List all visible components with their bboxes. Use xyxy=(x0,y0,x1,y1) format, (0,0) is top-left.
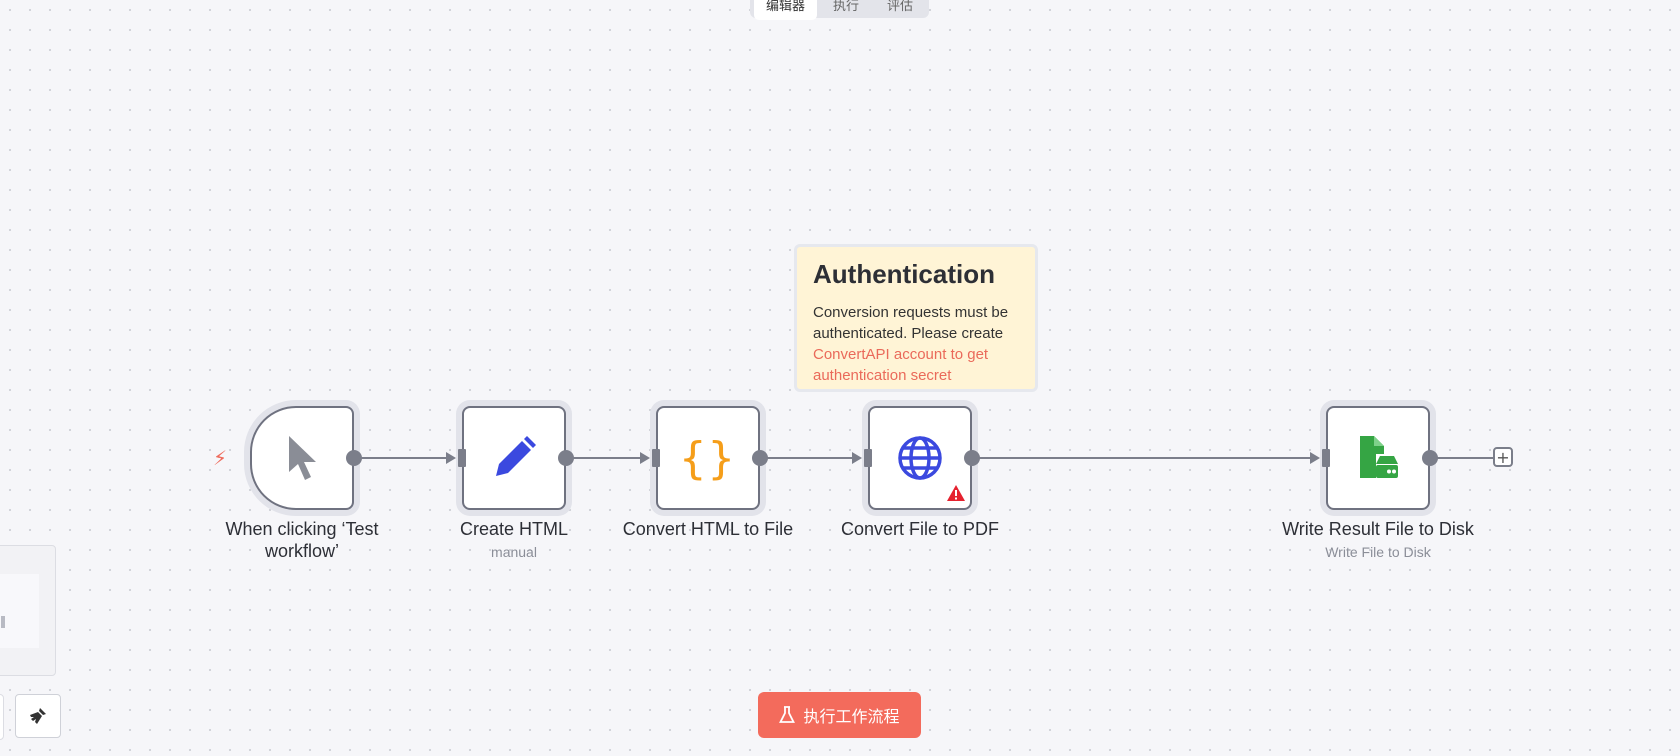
output-port[interactable] xyxy=(752,450,768,466)
input-port[interactable] xyxy=(864,449,872,467)
side-panel-handle[interactable] xyxy=(1,616,5,628)
tab-editor[interactable]: 编辑器 xyxy=(754,0,818,20)
output-port[interactable] xyxy=(1422,450,1438,466)
zoom-control-partial[interactable] xyxy=(0,694,4,740)
broom-icon xyxy=(30,708,46,724)
add-node-button[interactable]: + xyxy=(1493,447,1513,467)
code-braces-icon: {} xyxy=(679,432,737,484)
tab-evaluations[interactable]: 评估 xyxy=(887,0,914,13)
node-create-html[interactable] xyxy=(458,406,574,510)
pencil-icon xyxy=(496,436,536,476)
execute-workflow-button[interactable]: 执行工作流程 xyxy=(758,692,921,738)
node-subtitle: Write File to Disk xyxy=(1325,544,1431,560)
node-write-file-to-disk[interactable] xyxy=(1322,406,1438,510)
node-label: Convert File to PDF xyxy=(840,519,1000,539)
input-port[interactable] xyxy=(458,449,466,467)
output-port[interactable] xyxy=(346,450,362,466)
node-manual-trigger[interactable] xyxy=(250,406,362,510)
execute-workflow-label: 执行工作流程 xyxy=(803,707,900,726)
node-convert-html-to-file[interactable]: {} xyxy=(652,406,768,510)
node-convert-file-to-pdf[interactable] xyxy=(864,406,980,510)
sticky-link[interactable]: ConvertAPI account to get authentication… xyxy=(813,346,989,384)
output-port[interactable] xyxy=(964,450,980,466)
node-label: When clicking ‘Test workflow’ xyxy=(225,519,379,561)
clear-execution-button[interactable] xyxy=(15,694,61,738)
input-port[interactable] xyxy=(1322,449,1330,467)
node-label: Convert HTML to File xyxy=(622,519,794,539)
connection-2-arrow xyxy=(640,452,650,464)
flask-icon xyxy=(779,706,796,723)
view-tabs: 编辑器 执行 评估 xyxy=(750,0,930,20)
tab-executions[interactable]: 执行 xyxy=(833,0,860,13)
node-label: Create HTML xyxy=(459,519,569,539)
cursor-icon xyxy=(289,436,316,480)
output-port[interactable] xyxy=(558,450,574,466)
file-disk-icon xyxy=(1360,436,1398,478)
warning-icon xyxy=(947,485,965,501)
side-panel xyxy=(0,545,56,676)
connection-3-arrow xyxy=(852,452,862,464)
sticky-title: Authentication xyxy=(813,259,995,289)
connection-1-arrow xyxy=(446,452,456,464)
globe-icon xyxy=(898,436,942,480)
input-port[interactable] xyxy=(652,449,660,467)
side-panel-content xyxy=(0,574,39,648)
sticky-text: Conversion requests must be authenticate… xyxy=(813,304,1009,342)
sticky-note[interactable]: Authentication Conversion requests must … xyxy=(794,244,1038,392)
node-subtitle: manual xyxy=(491,544,537,560)
trigger-bolt-icon: ⚡ xyxy=(213,446,228,470)
node-label: Write Result File to Disk xyxy=(1282,519,1474,539)
connection-4-arrow xyxy=(1310,452,1320,464)
